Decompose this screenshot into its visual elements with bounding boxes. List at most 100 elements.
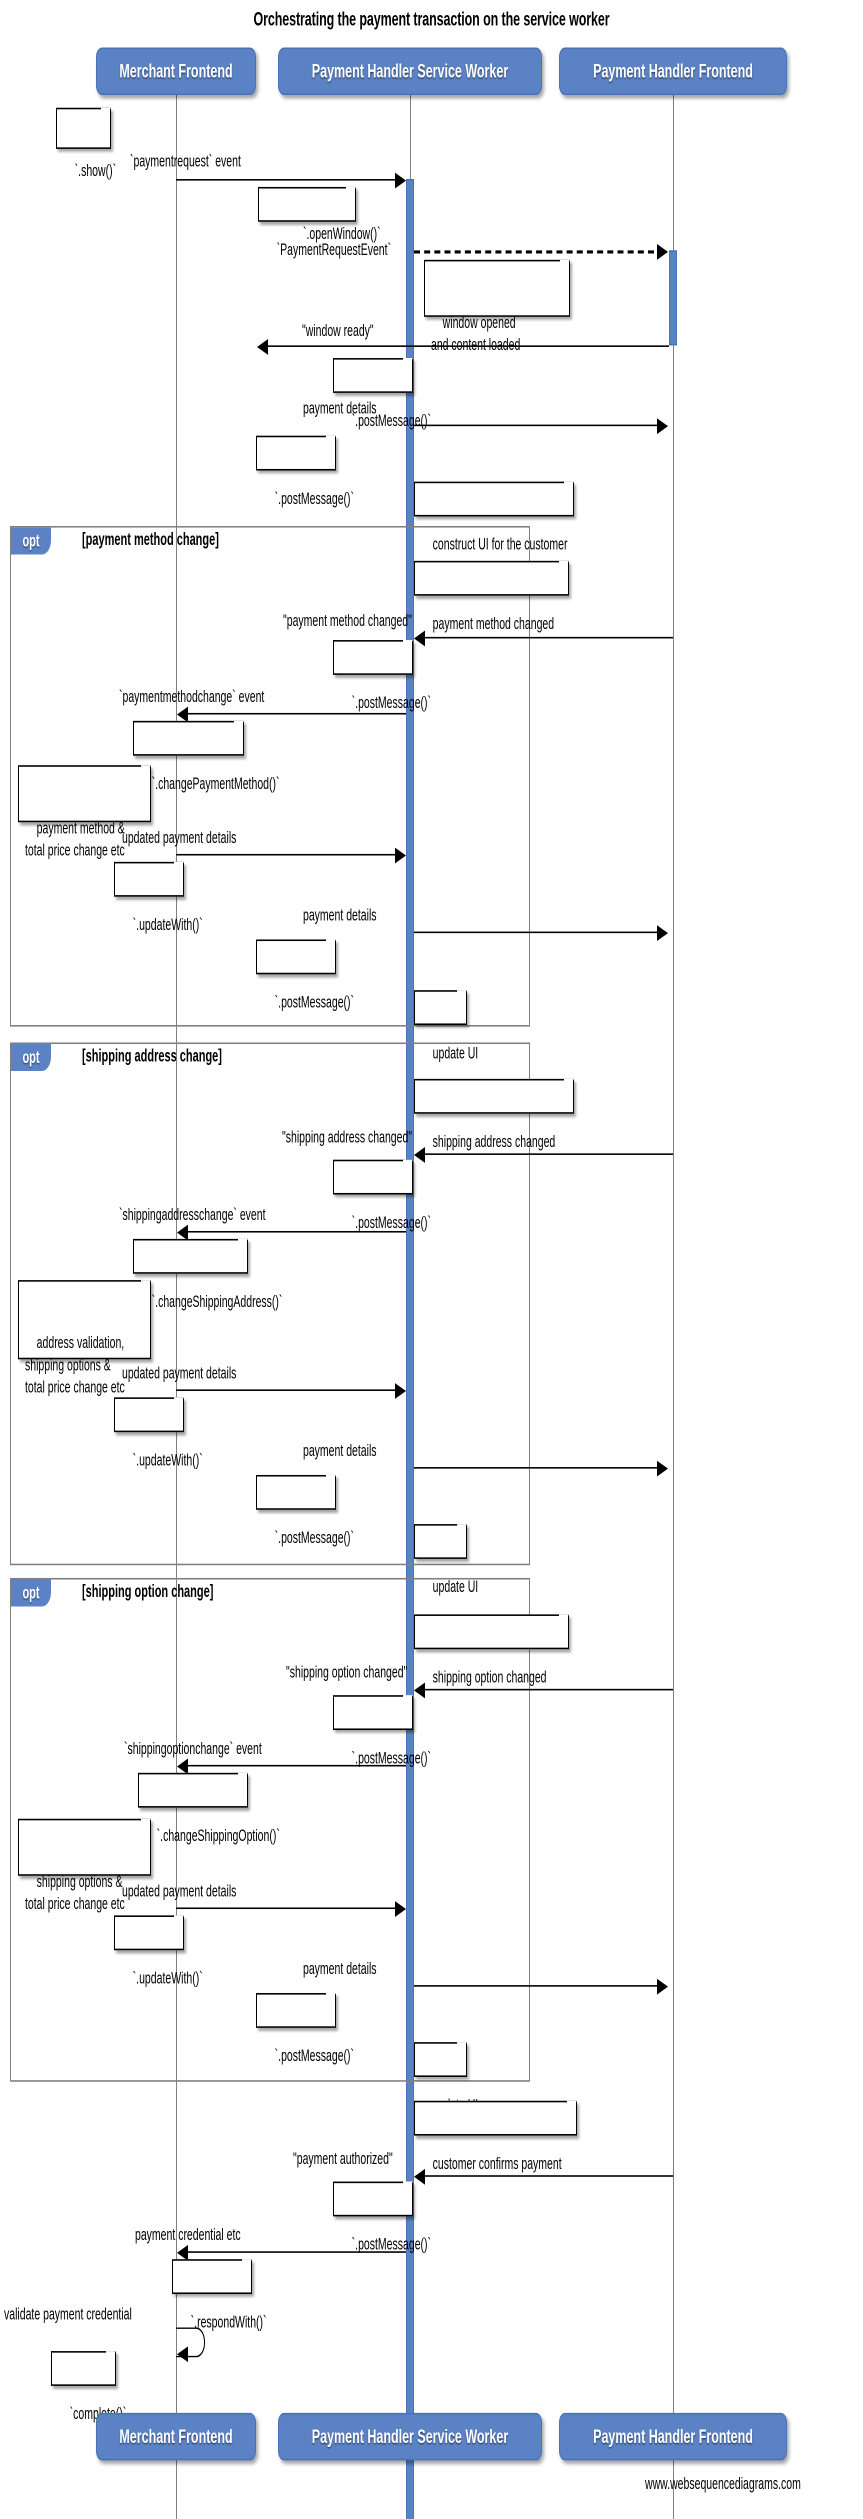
note-updatewith-3: `.updateWith()` [114,1915,203,1988]
message-arrow-payment-method-changed [421,636,673,639]
arrowhead-right-icon [395,1901,406,1917]
message-arrow-payment-details-3 [414,1467,659,1469]
note-text: `.postMessage()` [351,411,432,431]
lifeline-merchant [176,93,177,2519]
note-fold-icon [174,861,184,878]
arrowhead-left-icon [177,706,188,723]
note-text: update UI [432,1044,479,1064]
actor-service-worker-bottom[interactable]: Payment Handler Service Worker [278,2412,542,2461]
note-text: `.postMessage()` [274,2046,355,2066]
message-arrow-shipping-option-changed [421,1688,673,1691]
message-arrow-payment-credential [183,2251,406,2253]
note-text: `.updateWith()` [132,1969,203,1989]
message-label-payment-authorized: "payment authorized" [293,2149,393,2169]
message-label-updated-payment-details-3: updated payment details [122,1882,237,1902]
note-text: `.updateWith()` [132,1451,203,1471]
note-text: payment method changed [432,614,555,634]
arrowhead-right-icon [395,847,406,864]
note-fold-icon [141,1818,151,1835]
fragment-keyword-opt-1: opt [11,527,51,555]
message-label-payment-details-4: payment details [303,1959,377,1979]
note-fold-icon [101,107,111,124]
arrowhead-left-icon [414,2168,425,2185]
note-fold-icon [234,720,244,737]
note-updatewith-1: `.updateWith()` [114,861,203,935]
message-label-updated-payment-details-1: updated payment details [122,828,237,848]
note-payment-request-event: `PaymentRequestEvent` [258,186,391,260]
diagram-title: Orchestrating the payment transaction on… [253,7,610,31]
fragment-keyword-opt-3: opt [11,1579,51,1607]
note-changeshippingoption: `.changeShippingOption()` [138,1772,280,1846]
note-postmessage-1: `.postMessage()` [333,358,431,431]
actor-payment-handler-frontend-bottom[interactable]: Payment Handler Frontend [559,2412,787,2461]
note-fold-icon [457,990,467,1007]
fragment-condition-2: [shipping address change] [82,1047,222,1067]
arrowhead-right-icon [395,1383,406,1399]
arrowhead-right-icon [657,418,668,435]
actor-merchant-frontend-bottom[interactable]: Merchant Frontend [96,2412,256,2461]
fragment-condition-1: [payment method change] [82,530,219,550]
note-fold-icon [403,640,413,656]
actor-label: Payment Handler Service Worker [311,2425,509,2448]
note-update-ui-3: update UI [414,2042,478,2115]
note-changeshippingaddress: `.changeShippingAddress()` [133,1238,282,1312]
note-text: shipping address changed [432,1132,556,1152]
arrowhead-left-icon [177,2244,188,2261]
message-label-shippingoptionchange-event: `shippingoptionchange` event [124,1739,262,1759]
note-text: `.postMessage()` [274,1528,355,1548]
message-label-paymentrequest: `paymentrequest` event [130,152,241,172]
message-label-payment-details-3: payment details [303,1441,377,1461]
message-arrow-window-ready [263,345,669,347]
message-arrow-paymentrequest [176,179,400,181]
watermark-link[interactable]: www.websequencediagrams.com [645,2474,801,2494]
note-update-ui-1: update UI [414,990,478,1063]
note-postmessage-5: `.postMessage()` [333,1159,431,1233]
note-fold-icon [106,2351,116,2367]
note-fold-icon [346,186,356,203]
fragment-keyword: opt [22,531,40,551]
actor-service-worker-top[interactable]: Payment Handler Service Worker [278,47,542,96]
arrowhead-left-icon [257,339,268,355]
fragment-condition-3: [shipping option change] [82,1582,214,1602]
arrowhead-left-icon [177,1224,188,1241]
note-fold-icon [559,560,569,577]
arrowhead-right-icon [657,925,668,942]
note-fold-icon [326,1993,336,2009]
note-text: `.postMessage()` [351,2235,432,2255]
actor-payment-handler-frontend-top[interactable]: Payment Handler Frontend [559,47,787,96]
note-fold-icon [238,1238,248,1255]
note-text: update UI [432,1577,479,1597]
message-arrow-updated-payment-details-3 [176,1907,401,1910]
note-fold-icon [564,481,574,498]
actor-merchant-frontend-top[interactable]: Merchant Frontend [96,47,256,96]
message-arrow-shippingoptionchange-event [183,1764,406,1767]
arrowhead-left-icon [177,2346,188,2363]
note-shipping-address-changed: shipping address changed [414,1078,574,1152]
note-text: `PaymentRequestEvent` [276,240,392,260]
note-postmessage-3: `.postMessage()` [333,640,431,713]
note-text: address validation, shipping options & t… [25,1333,125,1398]
note-window-opened: window opened and content loaded [424,259,570,355]
note-fold-icon [326,435,336,452]
message-label-openwindow: `.openWindow()` [303,224,381,244]
arrowhead-right-icon [395,172,406,189]
note-fold-icon [403,1695,413,1712]
note-fold-icon [141,765,151,782]
actor-label: Payment Handler Service Worker [311,60,509,83]
message-label-shippingaddresschange-event: `shippingaddresschange` event [119,1205,266,1225]
fragment-keyword: opt [22,1583,40,1603]
arrowhead-right-icon [657,243,668,260]
message-self-validate-credential [176,2327,205,2358]
note-text: `.postMessage()` [274,993,355,1013]
arrowhead-left-icon [177,1758,188,1775]
message-label-paymentmethodchange-event: `paymentmethodchange` event [119,687,265,707]
actor-label: Merchant Frontend [119,2425,233,2448]
note-text: construct UI for the customer [432,535,568,555]
message-arrow-payment-details-4 [414,1985,659,1987]
message-label-updated-payment-details-2: updated payment details [122,1364,237,1384]
arrowhead-left-icon [414,1147,425,1163]
message-arrow-payment-authorized [421,2175,673,2177]
actor-label: Payment Handler Frontend [593,60,753,83]
message-label-payment-details-1: payment details [303,399,377,419]
fragment-opt-shipping-address-change [10,1042,530,1566]
